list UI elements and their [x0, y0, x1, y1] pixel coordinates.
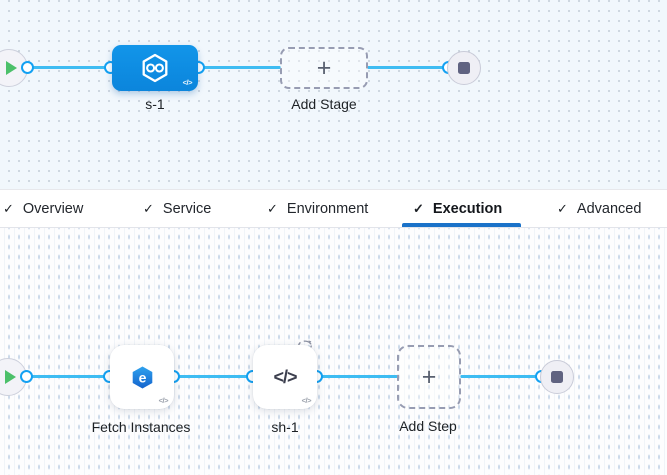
stage-label: s-1: [145, 96, 165, 112]
tab-advanced[interactable]: ✓ Advanced: [557, 190, 641, 227]
svg-text:e: e: [138, 369, 146, 385]
check-icon: ✓: [3, 200, 14, 216]
step-label: sh-1: [271, 419, 299, 435]
edge-sh1-to-addstep: [316, 375, 398, 378]
tab-execution[interactable]: ✓ Execution: [413, 190, 502, 227]
stop-icon: [551, 371, 563, 383]
edge-fetch-to-sh1: [173, 375, 254, 378]
tab-overview[interactable]: ✓ Overview: [3, 190, 83, 227]
execution-end-node: [540, 360, 574, 394]
check-icon: ✓: [413, 200, 424, 216]
tab-label: Overview: [22, 200, 84, 217]
play-icon: [5, 61, 17, 75]
tab-environment[interactable]: ✓ Environment: [267, 190, 368, 227]
stage-node-s1[interactable]: </>: [112, 45, 198, 91]
connector-point: [21, 61, 34, 74]
edge-addstage-to-end: [367, 66, 450, 69]
stage-config-tabs: ✓ Overview ✓ Service ✓ Environment ✓ Exe…: [0, 189, 667, 228]
step-label: Fetch Instances: [91, 419, 191, 435]
cd-hexagon-infinity-icon: [142, 53, 168, 83]
edge-start-to-fetch: [8, 375, 111, 378]
elastigroup-icon: e: [130, 365, 155, 390]
edge-stage-to-addstage: [198, 66, 281, 69]
plus-icon: +: [316, 53, 332, 82]
check-icon: ✓: [557, 200, 568, 216]
step-node-sh1[interactable]: </> </>: [253, 345, 317, 409]
check-icon: ✓: [267, 200, 278, 216]
add-step-label: Add Step: [399, 418, 457, 434]
edge-addstep-to-end: [460, 375, 543, 378]
tab-label: Service: [162, 200, 212, 217]
active-tab-underline: [402, 223, 521, 227]
stop-icon: [458, 62, 470, 74]
stage-graph-canvas: </> s-1 + Add Stage: [0, 0, 667, 189]
check-icon: ✓: [143, 200, 154, 216]
add-stage-button[interactable]: +: [280, 47, 368, 89]
pipeline-end-node: [447, 51, 481, 85]
tab-label: Environment: [286, 200, 369, 217]
play-icon: [4, 370, 16, 384]
step-node-fetch-instances[interactable]: e </>: [110, 345, 174, 409]
edge-start-to-stage: [9, 66, 112, 69]
execution-graph-canvas: e </> Fetch Instances </> </> sh-1 + Add…: [0, 228, 667, 475]
shell-script-icon: </>: [273, 366, 297, 387]
connector-point: [20, 370, 33, 383]
add-stage-label: Add Stage: [291, 96, 357, 112]
code-badge-icon: </>: [158, 396, 169, 405]
code-badge-icon: </>: [182, 78, 193, 87]
tab-label: Advanced: [576, 200, 642, 217]
add-step-button[interactable]: +: [397, 345, 461, 409]
code-badge-icon: </>: [301, 396, 312, 405]
plus-icon: +: [421, 362, 437, 391]
tab-service[interactable]: ✓ Service: [143, 190, 211, 227]
tab-label: Execution: [432, 200, 503, 217]
